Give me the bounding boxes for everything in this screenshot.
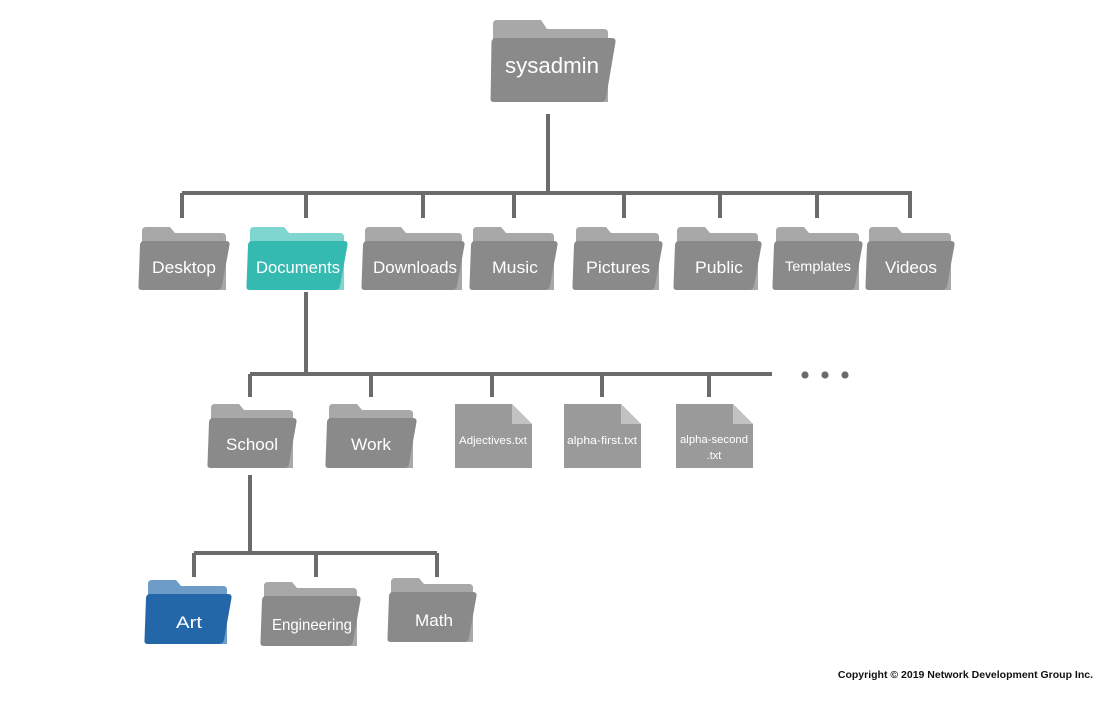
folder-desktop[interactable]: Desktop — [138, 227, 230, 290]
folder-label: Math — [415, 611, 453, 630]
more-items-ellipsis — [801, 371, 849, 379]
folder-sysadmin[interactable]: sysadmin — [490, 20, 616, 102]
folder-label: sysadmin — [505, 53, 599, 78]
file-label: Adjectives.txt — [459, 435, 527, 447]
folder-label: Templates — [785, 258, 851, 274]
folder-label: Public — [695, 258, 744, 277]
file-label-line-1: alpha-second — [680, 434, 748, 446]
folder-art[interactable]: Art — [144, 580, 232, 644]
folder-pictures[interactable]: Pictures — [572, 227, 663, 290]
folder-documents[interactable]: Documents — [246, 227, 348, 290]
folder-label: Videos — [885, 258, 937, 277]
folder-label: Art — [176, 613, 202, 632]
folder-downloads[interactable]: Downloads — [361, 227, 465, 290]
folder-work[interactable]: Work — [325, 404, 417, 468]
folder-label: Documents — [256, 258, 340, 277]
file-label: alpha-first.txt — [567, 435, 637, 447]
folder-label: Engineering — [272, 617, 352, 634]
folder-public[interactable]: Public — [673, 227, 762, 290]
folder-math[interactable]: Math — [387, 578, 477, 642]
file-adjectives-txt[interactable]: Adjectives.txt — [455, 404, 532, 468]
file-label-line-2: .txt — [707, 450, 722, 462]
folder-school[interactable]: School — [207, 404, 297, 468]
folder-videos[interactable]: Videos — [865, 227, 955, 290]
folder-label: Downloads — [373, 258, 457, 277]
folder-label: School — [226, 435, 278, 454]
file-alpha-second-txt[interactable]: alpha-second .txt — [676, 404, 753, 468]
folder-music[interactable]: Music — [469, 227, 558, 290]
folder-label: Music — [492, 258, 539, 277]
file-alpha-first-txt[interactable]: alpha-first.txt — [564, 404, 641, 468]
tree-connectors — [180, 114, 912, 577]
folder-templates[interactable]: Templates — [772, 227, 863, 290]
copyright-notice: Copyright © 2019 Network Development Gro… — [837, 669, 1093, 681]
folder-label: Pictures — [586, 258, 650, 277]
folder-engineering[interactable]: Engineering — [260, 582, 361, 646]
folder-label: Desktop — [152, 258, 216, 277]
folder-label: Work — [351, 435, 392, 454]
